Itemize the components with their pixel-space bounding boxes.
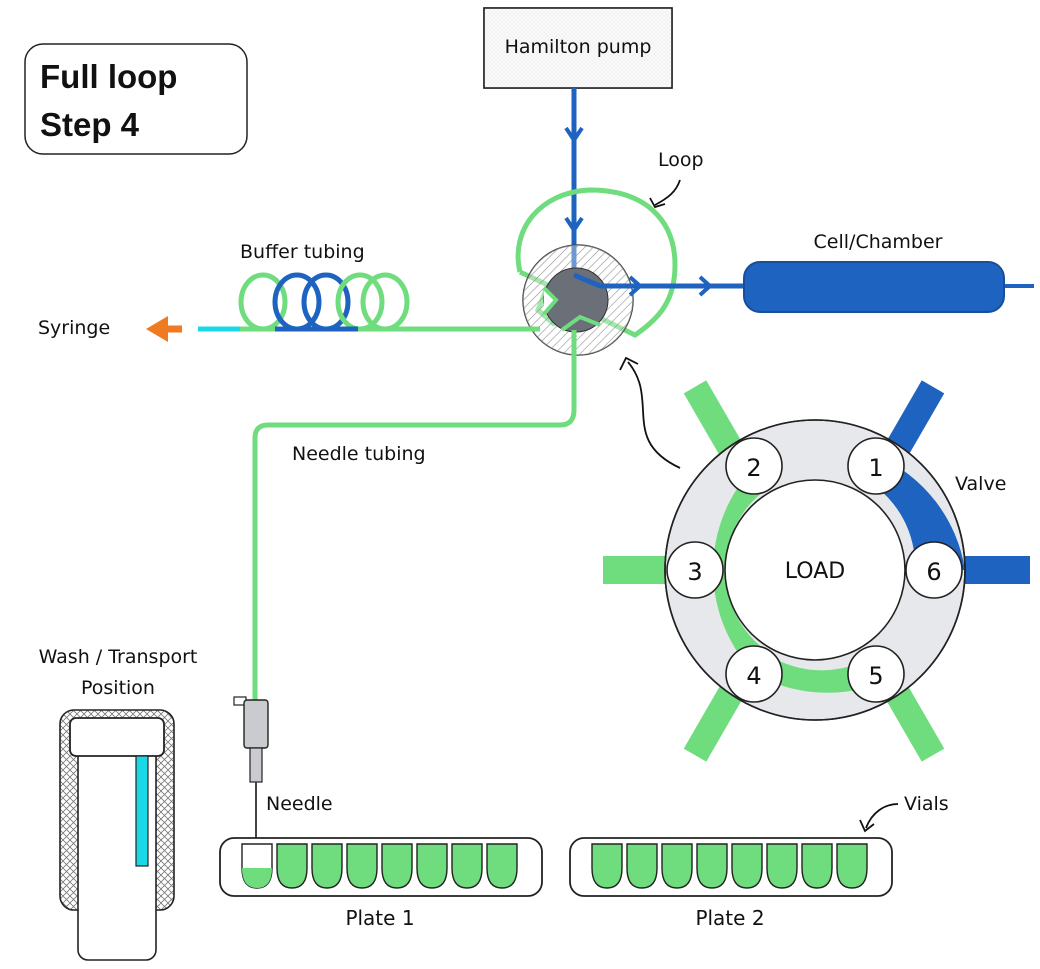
loop-annotation: Loop <box>649 149 704 209</box>
valve-port-2: 2 <box>725 437 783 495</box>
valve-port-5: 5 <box>847 645 905 703</box>
syringe-label: Syringe <box>38 317 110 339</box>
valve: LOAD 1 2 3 4 5 6 Valve <box>603 380 1030 762</box>
needle-label: Needle <box>266 793 333 815</box>
vials-annotation: Vials <box>859 793 949 833</box>
syringe: Syringe <box>38 316 182 342</box>
valve-port-4: 4 <box>725 645 783 703</box>
svg-text:5: 5 <box>868 662 883 690</box>
plate-1-label: Plate 1 <box>345 906 414 930</box>
svg-text:3: 3 <box>687 558 702 586</box>
injection-hub <box>522 244 634 356</box>
svg-text:2: 2 <box>746 454 761 482</box>
buffer-tubing: Buffer tubing <box>198 241 540 332</box>
plate-2: Plate 2 <box>569 837 893 930</box>
title-line-1: Full loop <box>40 58 177 95</box>
wash-label-line-2: Position <box>81 677 155 699</box>
svg-text:1: 1 <box>868 454 883 482</box>
valve-arrow <box>619 356 681 469</box>
needle-tubing-label: Needle tubing <box>292 443 426 465</box>
cell-line <box>573 272 1034 297</box>
svg-text:4: 4 <box>746 662 761 690</box>
hamilton-pump: Hamilton pump <box>483 7 673 89</box>
cell-chamber: Cell/Chamber <box>743 231 1005 313</box>
title-line-2: Step 4 <box>40 106 140 143</box>
wash-station: Wash / Transport Position <box>39 646 198 961</box>
valve-port-1: 1 <box>847 437 905 495</box>
valve-label: Valve <box>955 473 1006 495</box>
valve-port-3: 3 <box>666 541 724 599</box>
needle: Needle <box>233 696 333 882</box>
svg-text:6: 6 <box>926 558 941 586</box>
vials-label: Vials <box>904 793 949 815</box>
buffer-label: Buffer tubing <box>240 241 365 263</box>
plate-1: Plate 1 <box>219 837 543 930</box>
plate-2-label: Plate 2 <box>695 906 764 930</box>
title-box: Full loop Step 4 <box>24 43 248 155</box>
wash-label-line-1: Wash / Transport <box>39 646 198 668</box>
valve-center-label: LOAD <box>785 559 845 584</box>
pump-label: Hamilton pump <box>505 36 652 58</box>
cell-label: Cell/Chamber <box>814 231 943 253</box>
valve-port-6: 6 <box>905 541 963 599</box>
loop-label: Loop <box>658 149 704 171</box>
needle-tubing: Needle tubing <box>252 330 577 700</box>
